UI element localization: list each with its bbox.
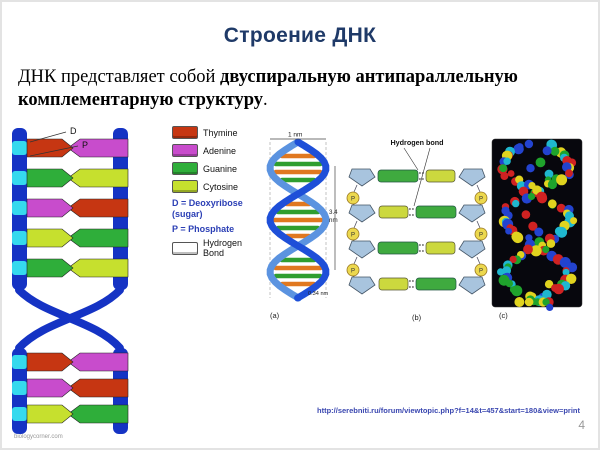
helix-svg: 1 nm 3.4nm 0.34 nm (a)	[266, 132, 338, 320]
legend-label: Thymine	[203, 127, 238, 138]
body-suffix: .	[263, 90, 268, 111]
legend-item-cytosine: Cytosine	[172, 180, 260, 193]
legend-swatch	[172, 144, 198, 157]
legend-item-hydrogen-bond: Hydrogen Bond	[172, 238, 260, 258]
page-title: Строение ДНК	[223, 24, 377, 47]
page-number: 4	[578, 418, 585, 432]
caption-c: (c)	[499, 311, 508, 320]
phosphate-p-label: P	[351, 197, 355, 203]
caption-b: (b)	[412, 313, 422, 322]
helix-rise-label: 0.34 nm	[308, 291, 329, 297]
phosphate-pointer-label: P	[82, 140, 88, 150]
legend-label: Cytosine	[203, 181, 239, 192]
helix-turn-unit: nm	[329, 217, 338, 224]
legend-swatch	[172, 126, 198, 139]
watermark: biologycorner.com	[14, 434, 63, 440]
phosphate-p-label: P	[351, 269, 355, 275]
hydrogen-bond-callout: Hydrogen bond	[390, 138, 443, 147]
legend-label: Guanine	[203, 163, 238, 174]
helix-turn-label: 3.4	[329, 209, 338, 216]
phosphate-p-label: P	[351, 233, 355, 239]
hydrogen-bond-label: Hydrogen Bond	[203, 238, 243, 259]
legend-item-adenine: Adenine	[172, 144, 260, 157]
legend-label: Adenine	[203, 145, 237, 156]
body-regular: ДНК представляет собой	[18, 67, 221, 87]
space-filling-svg: (c)	[491, 138, 583, 320]
legend-item-thymine: Thymine	[172, 126, 260, 139]
phosphate-p-label: P	[479, 197, 483, 203]
legend-note: D = Deoxyribose (sugar)	[172, 198, 243, 219]
hydrogen-bond-swatch	[172, 241, 198, 255]
helix-width-label: 1 nm	[288, 132, 302, 139]
legend-item-guanine: Guanine	[172, 162, 260, 175]
caption-a: (a)	[270, 311, 280, 320]
phosphate-p-label: P	[479, 233, 483, 239]
legend-swatch	[172, 162, 198, 175]
legend-note: P = Phosphate	[172, 223, 235, 234]
body-text: ДНК представляет собой двуспиральную ант…	[18, 66, 590, 112]
legend-notes: D = Deoxyribose (sugar) P = Phosphate	[172, 198, 260, 234]
deoxyribose-pointer-label: D	[70, 126, 77, 136]
phosphate-p-label: P	[479, 269, 483, 275]
source-url-link[interactable]: http://serebniti.ru/forum/viewtopic.php?…	[317, 406, 580, 415]
space-filling-model: (c)	[491, 138, 583, 320]
legend-swatch	[172, 180, 198, 193]
body-bold: двуспиральную антипараллельную комплемен…	[18, 67, 518, 111]
